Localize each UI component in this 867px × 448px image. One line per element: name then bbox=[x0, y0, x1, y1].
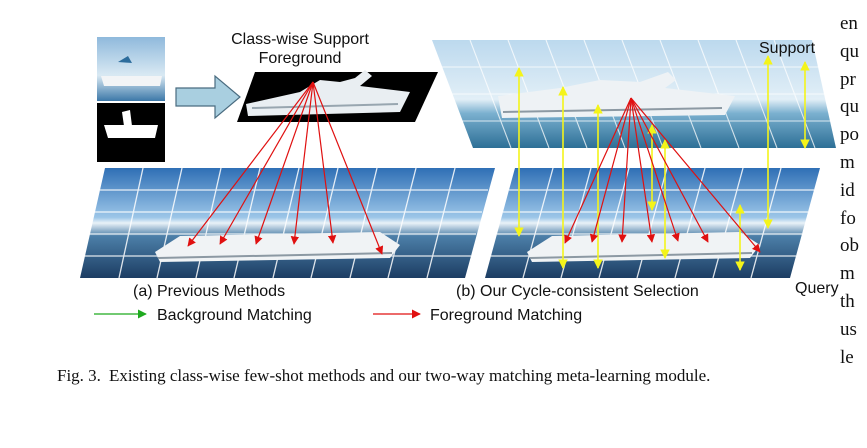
figure-caption-text: Existing class-wise few-shot methods and… bbox=[108, 366, 711, 385]
side-text-line: po bbox=[840, 124, 859, 146]
side-text-line: en bbox=[840, 13, 858, 34]
subfigure-caption-b: (b) Our Cycle-consistent Selection bbox=[456, 283, 699, 300]
side-text-line: th bbox=[840, 290, 855, 312]
side-text-line: ob bbox=[840, 235, 859, 257]
support-title-line-2: Foreground bbox=[258, 50, 342, 67]
side-text-line: le bbox=[840, 346, 854, 368]
support-mask-thumbnail bbox=[97, 103, 165, 162]
support-foreground-title: Class-wise Support Foreground bbox=[205, 30, 395, 68]
block-arrow bbox=[175, 74, 241, 120]
foreground-arrows-b bbox=[564, 97, 761, 253]
legend-background-label: Background Matching bbox=[157, 307, 312, 324]
legend-foreground-label: Foreground Matching bbox=[430, 307, 583, 324]
side-text-line: m bbox=[840, 263, 855, 285]
side-text-line: pr bbox=[840, 68, 856, 90]
subfigure-caption-a: (a) Previous Methods bbox=[133, 283, 286, 300]
support-title-line-1: Class-wise Support bbox=[231, 31, 369, 48]
side-text-line: id bbox=[840, 179, 855, 201]
support-label: Support bbox=[759, 40, 816, 57]
figure-number: Fig. 3. bbox=[57, 366, 101, 385]
foreground-arrows-a bbox=[187, 81, 384, 255]
support-image-thumbnail bbox=[97, 37, 165, 101]
side-text-line: fo bbox=[840, 207, 856, 229]
figure-caption: Fig. 3. Existing class-wise few-shot meth… bbox=[57, 365, 805, 387]
cycle-consistent-arrows bbox=[514, 55, 810, 271]
side-text-line: m bbox=[840, 151, 855, 173]
side-text-line: qu bbox=[840, 96, 859, 118]
query-panel-a bbox=[80, 167, 495, 279]
query-label: Query bbox=[795, 280, 839, 297]
support-foreground-panel bbox=[237, 70, 438, 122]
support-panel-b bbox=[432, 39, 836, 149]
side-text-line: us bbox=[840, 318, 857, 340]
side-text-line: qu bbox=[840, 40, 859, 62]
adjacent-column-text: en qu pr qu po m id fo ob m th us le bbox=[840, 10, 867, 371]
